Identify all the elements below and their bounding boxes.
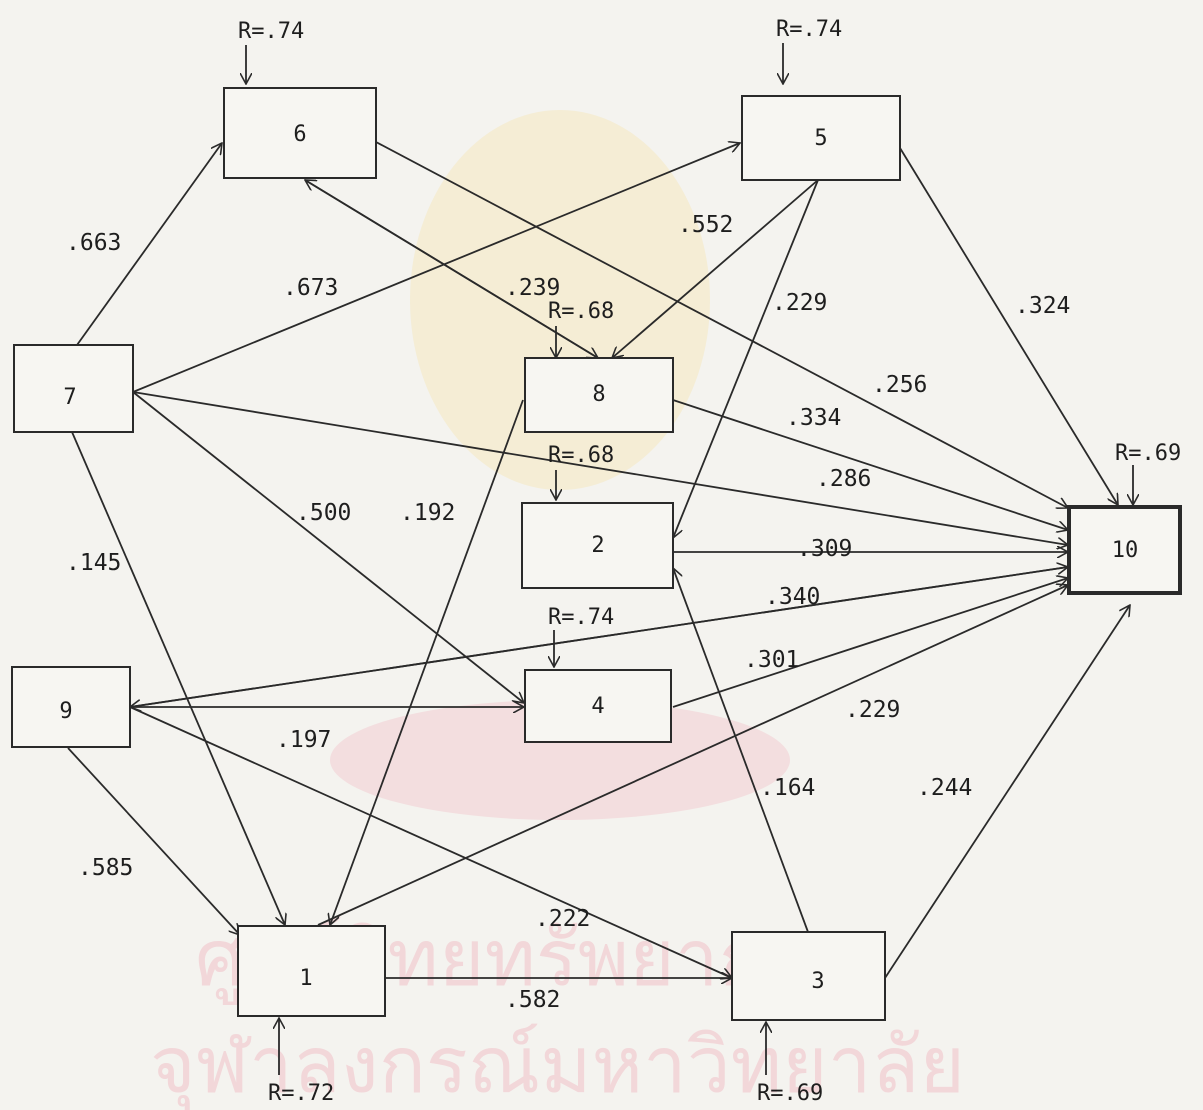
coef-7-1: .145 [66, 550, 121, 576]
coef-5-8: .552 [678, 212, 733, 238]
coef-6-10: .256 [872, 372, 927, 398]
coef-2-10: .309 [797, 536, 852, 562]
node-box-10 [1067, 505, 1182, 595]
coef-5-10: .324 [1015, 293, 1070, 319]
edge-5-8 [612, 179, 819, 358]
edge-4-10 [672, 578, 1068, 708]
edge-7-6 [76, 143, 222, 346]
residual-10: R=.69 [1115, 441, 1181, 466]
node-box-5 [741, 95, 901, 181]
coef-1-3: .582 [505, 987, 560, 1013]
node-label-3: 3 [811, 969, 824, 994]
edge-8-10 [672, 399, 1068, 530]
coef-3-2: .164 [760, 775, 815, 801]
node-label-7: 7 [63, 385, 76, 410]
residual-6: R=.74 [238, 19, 304, 44]
edge-7-5 [132, 143, 740, 393]
edge-7-4 [132, 391, 524, 703]
coef-9-3: .222 [535, 906, 590, 932]
coef-3-10: .244 [917, 775, 972, 801]
edge-8-6 [305, 180, 599, 359]
coef-9-10: .340 [765, 584, 820, 610]
nodes: 6 5 7 8 2 9 4 1 3 10 [11, 87, 1182, 1021]
node-label-6: 6 [293, 122, 306, 147]
node-label-4: 4 [591, 694, 604, 719]
residual-5: R=.74 [776, 17, 842, 42]
coef-8-10: .334 [786, 405, 841, 431]
node-box-1 [237, 925, 386, 1017]
watermark-line-2: จุฬาลงกรณ์มหาวิทยาลัย [150, 1021, 965, 1110]
residual-4: R=.74 [548, 605, 614, 630]
edge-6-10 [375, 141, 1068, 508]
coef-8-1: .192 [400, 500, 455, 526]
coef-6-8: .239 [505, 275, 560, 301]
node-label-8: 8 [592, 382, 605, 407]
node-box-4 [524, 669, 672, 743]
edges [67, 43, 1133, 1075]
coef-7-6: .663 [66, 230, 121, 256]
edge-5-2 [673, 179, 819, 538]
residual-8: R=.68 [548, 299, 614, 324]
edge-1-10 [317, 585, 1068, 926]
node-box-7 [13, 344, 134, 433]
coef-7-10: .286 [816, 466, 871, 492]
coef-1-10: .229 [845, 697, 900, 723]
coefficient-labels: .663 .673 .552 .239 .229 .324 .256 .334 … [66, 212, 1070, 1013]
residual-1: R=.72 [268, 1081, 334, 1106]
residual-3: R=.69 [757, 1081, 823, 1106]
edge-5-10 [899, 147, 1118, 505]
coef-7-5: .673 [283, 275, 338, 301]
residual-2: R=.68 [548, 443, 614, 468]
node-label-2: 2 [591, 533, 604, 558]
edge-7-1 [71, 431, 285, 925]
edge-9-1 [67, 747, 240, 935]
coef-7-4: .500 [296, 500, 351, 526]
coef-9-4: .197 [276, 727, 331, 753]
watermark: ศูนย์วิทยทรัพยากร จุฬาลงกรณ์มหาวิทยาลัย [150, 110, 965, 1110]
node-box-2 [521, 502, 674, 589]
node-box-6 [223, 87, 377, 179]
node-label-5: 5 [814, 126, 827, 151]
edge-3-10 [884, 605, 1130, 979]
coef-5-2: .229 [772, 290, 827, 316]
coef-4-10: .301 [744, 647, 799, 673]
edge-7-10 [132, 391, 1068, 545]
coef-9-1: .585 [78, 855, 133, 881]
node-box-9 [11, 666, 131, 748]
node-label-9: 9 [59, 699, 72, 724]
node-box-8 [524, 357, 674, 433]
edge-3-2 [673, 568, 809, 933]
residual-labels: R=.74 R=.74 R=.68 R=.68 R=.74 R=.69 R=.7… [238, 17, 1181, 1106]
edge-10-9 [130, 566, 1069, 707]
node-box-3 [731, 931, 886, 1021]
edge-9-3 [129, 706, 732, 978]
node-label-10: 10 [1112, 538, 1139, 563]
node-label-1: 1 [299, 966, 312, 991]
